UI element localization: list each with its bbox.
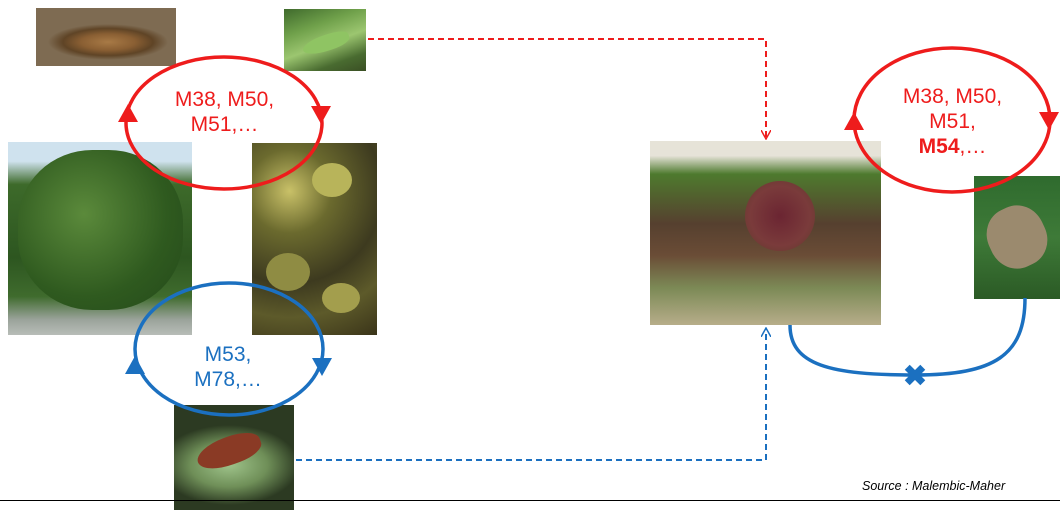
- leafhopper-red-photo: [174, 405, 294, 510]
- wild-blue-cycle-label: M53, M78,…: [194, 343, 262, 391]
- vineyard-photo: [650, 141, 881, 325]
- blocked-blue-link: [788, 297, 1027, 377]
- wild-red-arrowhead-left: [118, 104, 138, 122]
- wild-red-cycle: [124, 55, 324, 191]
- wild-red-arrowhead-right: [311, 106, 331, 124]
- wild-red-cycle-label: M38, M50, M51,…: [174, 88, 275, 136]
- vine-red-arrowhead-left: [844, 112, 864, 130]
- bottom-rule: [0, 500, 1060, 501]
- vine-red-arrowhead-right: [1039, 112, 1059, 130]
- wild-blue-arrowhead-right: [312, 358, 332, 376]
- blue-transmission-arrow: [296, 328, 766, 461]
- wild-blue-cycle: [133, 281, 325, 417]
- wild-blue-arrowhead-left: [125, 356, 145, 374]
- cross-icon: [904, 364, 926, 386]
- leafhopper-vine-photo: [974, 176, 1060, 299]
- herbaceous-plant-photo: [252, 143, 377, 335]
- vine-red-cycle-label: M38, M50, M51, M54,…: [902, 85, 1003, 158]
- red-transmission-arrow: [368, 38, 766, 139]
- leafhopper-green-photo: [284, 9, 366, 71]
- highlighted-strain: M54: [918, 135, 960, 158]
- leafhopper-brown-photo: [36, 8, 176, 66]
- source-caption: Source : Malembic-Maher: [862, 479, 1006, 493]
